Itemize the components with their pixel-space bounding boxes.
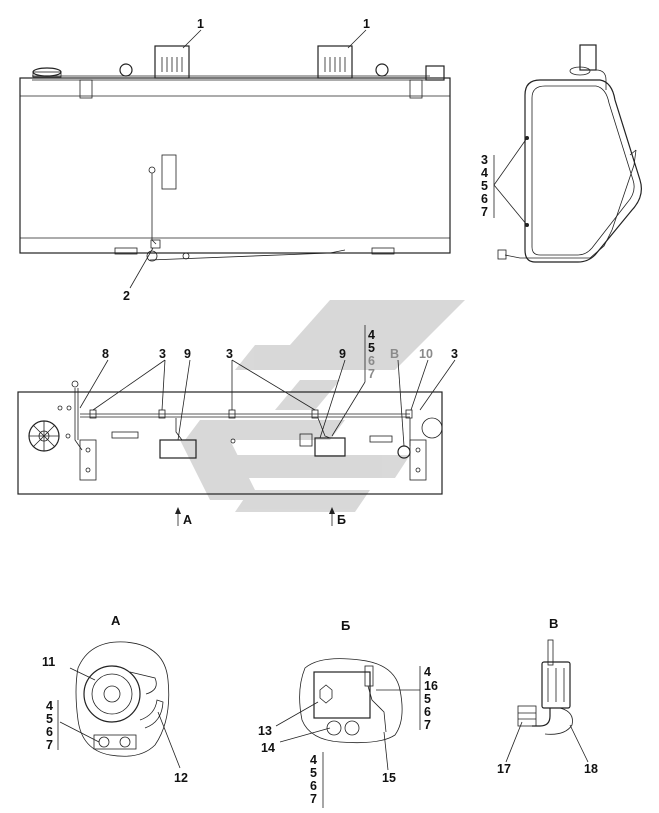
stack-item: 6 [46, 725, 53, 739]
detail-v-drawing [505, 639, 589, 763]
detail-b-title: Б [341, 618, 350, 633]
callout-3-a: 3 [159, 347, 166, 361]
tank-body [19, 77, 451, 254]
detail-v-title: В [549, 616, 558, 631]
callout-3-c: 3 [451, 347, 458, 361]
callout-8: 8 [102, 347, 109, 361]
callout-1-right: 1 [363, 17, 370, 31]
stack-item: 7 [481, 205, 488, 219]
stack-item: 4 [368, 328, 375, 342]
callout-1-left: 1 [197, 17, 204, 31]
box-right [314, 437, 346, 457]
callout-stack-detail-a: 4 5 6 7 [46, 699, 53, 752]
stack-item: 4 [46, 699, 53, 713]
callout-13: 13 [258, 724, 272, 738]
callout-view-v: В [390, 347, 399, 361]
stack-item: 6 [481, 192, 488, 206]
callout-9-right: 9 [339, 347, 346, 361]
callout-stack-middle: 4 5 6 7 [368, 328, 375, 381]
callout-stack-detail-b-right: 4 16 5 6 7 [424, 665, 438, 732]
tank-end-view [493, 44, 642, 263]
callout-stack-detail-b-bottom: 4 5 6 7 [310, 753, 317, 806]
stack-item: 7 [424, 718, 431, 732]
stack-item: 3 [481, 153, 488, 167]
stack-item: 6 [310, 779, 317, 793]
stack-item: 7 [310, 792, 317, 806]
detail-b-drawing [275, 658, 421, 808]
stack-item: 4 [481, 166, 488, 180]
callout-2: 2 [123, 289, 130, 303]
callout-9-left: 9 [184, 347, 191, 361]
callout-17: 17 [497, 762, 511, 776]
stack-item: 5 [481, 179, 488, 193]
callout-15: 15 [382, 771, 396, 785]
stack-item: 6 [424, 705, 431, 719]
tank-outline-plan [17, 391, 443, 495]
callout-10: 10 [419, 347, 433, 361]
callout-12: 12 [174, 771, 188, 785]
watermark-logo [180, 300, 465, 512]
callout-14: 14 [261, 741, 275, 755]
stack-item: 5 [46, 712, 53, 726]
callout-stack-top-right: 3 4 5 6 7 [481, 153, 488, 219]
stack-item: 5 [424, 692, 431, 706]
view-arrow-b-label: Б [337, 513, 346, 527]
tank-front-view [19, 29, 451, 289]
stack-item: 6 [368, 354, 375, 368]
callout-18: 18 [584, 762, 598, 776]
callout-11: 11 [42, 655, 55, 669]
stack-item: 16 [424, 679, 438, 693]
stack-item: 4 [310, 753, 317, 767]
detail-a-drawing [57, 641, 181, 769]
stack-item: 5 [310, 766, 317, 780]
tank-plan-view [17, 325, 456, 526]
bracket-right [317, 45, 353, 79]
callout-3-b: 3 [226, 347, 233, 361]
bracket-left [154, 45, 190, 79]
detail-a-title: А [111, 613, 121, 628]
stack-item: 5 [368, 341, 375, 355]
view-arrow-a-label: А [183, 513, 192, 527]
stack-item: 7 [368, 367, 375, 381]
stack-item: 7 [46, 738, 53, 752]
stack-item: 4 [424, 665, 431, 679]
